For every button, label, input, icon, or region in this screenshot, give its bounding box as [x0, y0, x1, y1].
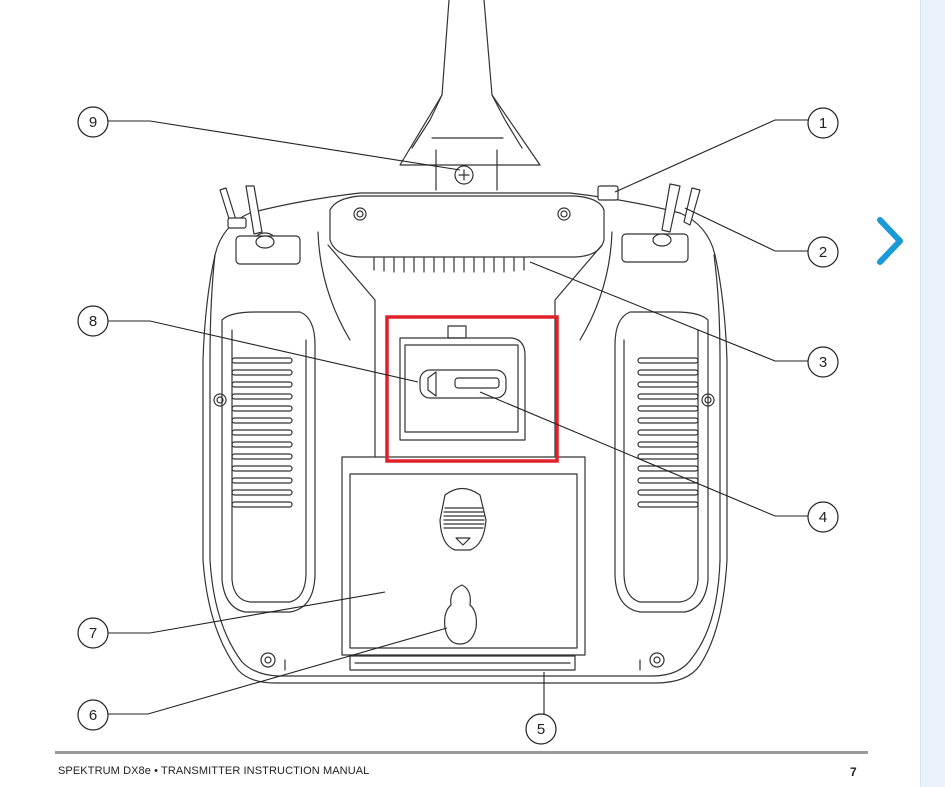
chevron-right-icon: [877, 217, 903, 265]
callout-7: 7: [89, 625, 97, 642]
callout-6: 6: [89, 707, 97, 724]
manual-page: 1 2 3 4 5 6 7 8 9 SPEKTRUM DX8e • TRANSM…: [55, 0, 868, 779]
antenna: [399, 0, 541, 166]
callout-8: 8: [89, 313, 97, 330]
callout-5: 5: [537, 721, 545, 738]
next-page-button[interactable]: [872, 216, 912, 266]
battery-door: [341, 456, 586, 656]
right-grip: [614, 311, 709, 613]
footer-title: SPEKTRUM DX8e • TRANSMITTER INSTRUCTION …: [58, 765, 370, 777]
keyhole-mount: [444, 584, 477, 645]
callout-1: 1: [819, 115, 827, 132]
top-handle: [329, 195, 605, 258]
callout-9: 9: [89, 114, 97, 131]
callout-4: 4: [819, 509, 827, 526]
transmitter-back-diagram: 1 2 3 4 5 6 7 8 9: [77, 0, 839, 745]
battery-latch: [439, 487, 487, 551]
left-grip: [221, 311, 316, 613]
highlight-box: [385, 315, 559, 463]
viewer-side-panel: [920, 0, 945, 787]
callout-3: 3: [819, 354, 827, 371]
callout-2: 2: [819, 244, 827, 261]
footer-rule: [55, 751, 868, 754]
sd-card-slot: [419, 369, 507, 399]
page-number: 7: [850, 765, 857, 779]
